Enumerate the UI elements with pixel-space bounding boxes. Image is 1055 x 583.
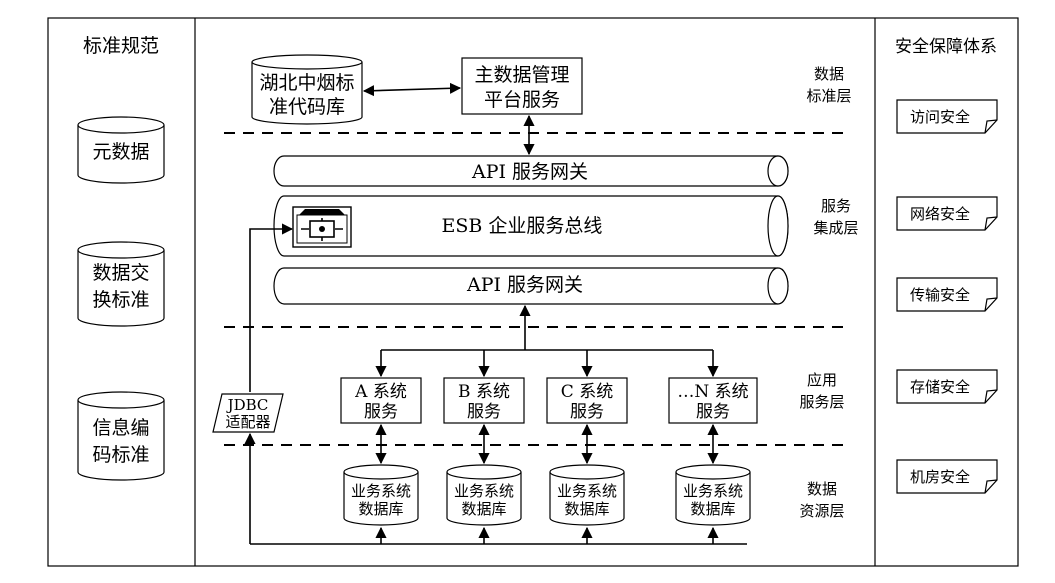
layer-label: 集成层	[813, 219, 858, 237]
business-db-n: 业务系统 数据库	[675, 464, 751, 526]
esb-label: ESB 企业服务总线	[442, 215, 603, 237]
info-coding-cylinder: 信息编 码标准	[77, 391, 165, 481]
security-label: 机房安全	[910, 468, 970, 486]
outer-frame	[47, 17, 1019, 567]
service-box-b: B 系统 服务	[443, 377, 525, 424]
business-db-a: 业务系统 数据库	[343, 464, 419, 526]
service-label-2: 服务	[467, 402, 501, 422]
security-label: 传输安全	[910, 286, 970, 304]
api-gateway-top-pipe: API 服务网关	[273, 155, 789, 187]
jdbc-label-1: JDBC	[226, 396, 269, 414]
info-coding-label-1: 信息编	[92, 417, 149, 439]
standards-panel: 标准规范 元数据 数据交 换标准 信息编 码标准	[77, 35, 165, 481]
standard-db-label-1: 湖北中烟标	[259, 72, 354, 94]
jdbc-label-2: 适配器	[225, 413, 270, 431]
service-label-1: B 系统	[458, 382, 510, 402]
security-label: 网络安全	[910, 205, 970, 223]
db-label-1: 业务系统	[454, 482, 514, 500]
service-label-1: A 系统	[354, 382, 407, 402]
security-item-access: 访问安全	[896, 99, 998, 134]
esb-pipe: ESB 企业服务总线	[273, 195, 789, 257]
db-label-1: 业务系统	[683, 482, 743, 500]
metadata-label: 元数据	[92, 141, 149, 163]
standard-code-db: 湖北中烟标 准代码库	[251, 54, 363, 125]
service-box-a: A 系统 服务	[340, 377, 422, 424]
security-label: 存储安全	[910, 378, 970, 396]
metadata-cylinder: 元数据	[77, 116, 165, 184]
db-mdm-arrow	[362, 82, 462, 97]
api-gateway-top-label: API 服务网关	[471, 161, 588, 183]
data-exchange-label-2: 换标准	[92, 289, 149, 311]
standards-title: 标准规范	[83, 35, 159, 57]
security-panel: 安全保障体系 访问安全 网络安全 传输安全 存储安全 机房安全	[895, 37, 998, 494]
db-label-2: 数据库	[690, 500, 735, 518]
layer-label: 服务层	[799, 393, 844, 411]
mdm-label-2: 平台服务	[484, 89, 560, 111]
esb-router-icon	[292, 206, 352, 248]
db-label-2: 数据库	[358, 500, 403, 518]
service-label-2: 服务	[696, 402, 730, 422]
jdbc-adapter: JDBC 适配器	[212, 393, 284, 433]
layer-label: 数据	[814, 65, 844, 83]
layer-label: 标准层	[806, 87, 851, 105]
db-label-1: 业务系统	[557, 482, 617, 500]
security-item-storage: 存储安全	[896, 369, 998, 404]
service-box-c: C 系统 服务	[546, 377, 628, 424]
db-label-1: 业务系统	[351, 482, 411, 500]
standard-db-label-2: 准代码库	[269, 96, 345, 118]
service-label-2: 服务	[364, 402, 398, 422]
security-item-datacenter: 机房安全	[896, 459, 998, 494]
layer-label: 服务	[821, 197, 851, 215]
business-db-c: 业务系统 数据库	[549, 464, 625, 526]
api-gateway-bottom-label: API 服务网关	[466, 274, 583, 296]
mdm-service-box: 主数据管理 平台服务	[461, 57, 583, 115]
business-db-b: 业务系统 数据库	[446, 464, 522, 526]
service-label-1: …N 系统	[677, 382, 748, 402]
data-exchange-label-1: 数据交	[92, 262, 149, 284]
layer-label: 数据	[807, 480, 837, 498]
service-label-2: 服务	[570, 402, 604, 422]
api-gateway-bottom-pipe: API 服务网关	[273, 267, 789, 305]
db-label-2: 数据库	[564, 500, 609, 518]
info-coding-label-2: 码标准	[92, 444, 149, 466]
security-title: 安全保障体系	[895, 37, 997, 57]
db-label-2: 数据库	[461, 500, 506, 518]
security-item-transport: 传输安全	[896, 277, 998, 312]
service-label-1: C 系统	[561, 382, 613, 402]
mdm-label-1: 主数据管理	[474, 64, 569, 86]
service-box-n: …N 系统 服务	[668, 377, 758, 424]
jdbc-esb-connector	[249, 223, 294, 392]
layer-label: 应用	[807, 371, 837, 389]
security-item-network: 网络安全	[896, 196, 998, 231]
layer-label: 资源层	[799, 502, 844, 520]
layer-labels: 数据 标准层 服务 集成层 应用 服务层 数据 资源层	[799, 65, 858, 520]
data-exchange-cylinder: 数据交 换标准	[77, 241, 165, 327]
security-label: 访问安全	[910, 108, 970, 126]
